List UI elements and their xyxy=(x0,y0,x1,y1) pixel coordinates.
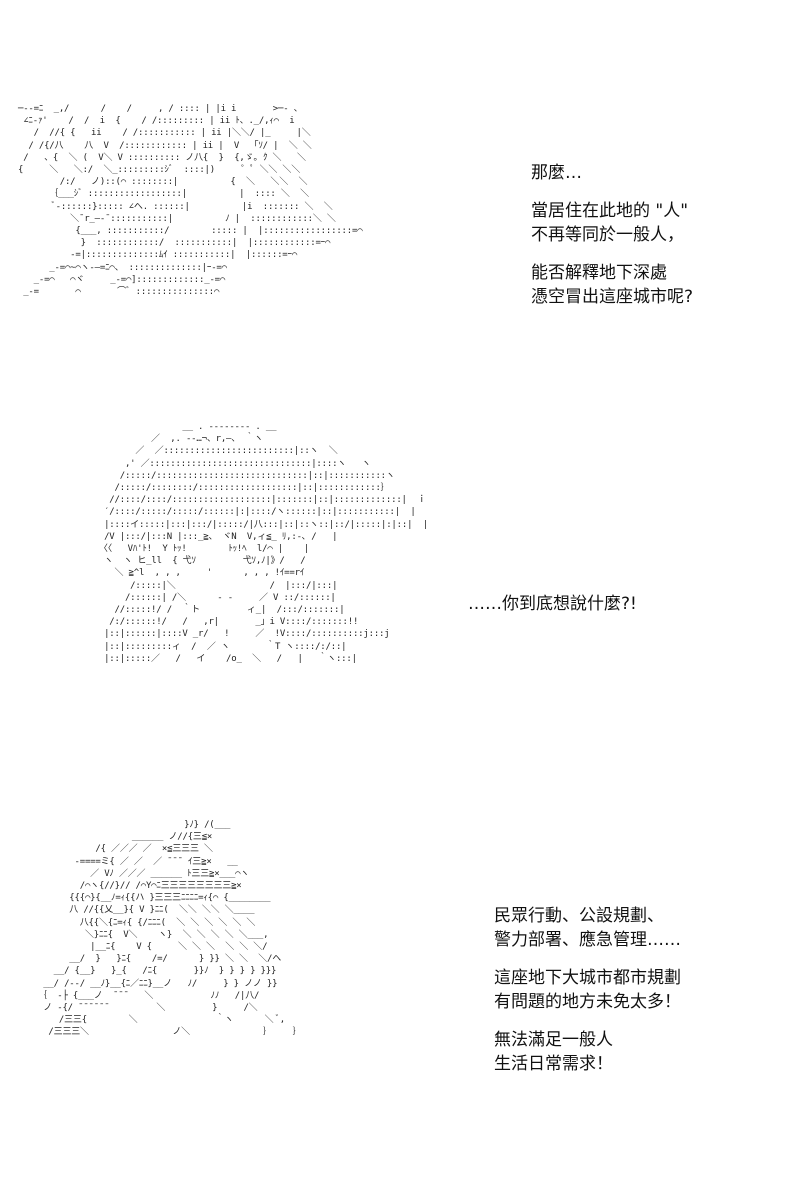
dialogue-line: 民眾行動、公設規劃、 xyxy=(494,906,664,926)
panel-1: ─--=ﾆ _,/ / / , / :::: | |i i >─- 、 ∠ﾆ-ｧ… xyxy=(0,95,800,385)
dialogue-line: 那麼… xyxy=(531,163,582,183)
dialogue-paragraph: ……你到底想說什麼?! xyxy=(468,592,637,616)
ascii-art-figure-3: }ﾉ} /(___ ______ ノ//{三≦× /{ ／／／ ／ ×≦三三三 … xyxy=(38,820,302,1038)
dialogue-line: 不再等同於一般人， xyxy=(531,225,684,245)
dialogue-paragraph: 當居住在此地的 "人" 不再等同於一般人， xyxy=(531,199,693,247)
dialogue-paragraph: 能否解釋地下深處 憑空冒出這座城市呢? xyxy=(531,261,693,309)
dialogue-paragraph: 那麼… xyxy=(531,161,693,185)
dialogue-paragraph: 民眾行動、公設規劃、 警力部署、應急管理…… xyxy=(494,904,681,952)
ascii-art-figure-2: __ . -------- . __ ／ ,. -‐…¬、r,―、 ｀ヽ ／ ／… xyxy=(98,422,428,664)
dialogue-line: 生活日常需求！ xyxy=(494,1054,613,1074)
dialogue-text-2: ……你到底想說什麼?! xyxy=(468,592,637,616)
dialogue-text-3: 民眾行動、公設規劃、 警力部署、應急管理…… 這座地下大城市都市規劃 有問題的地… xyxy=(494,904,681,1076)
dialogue-line: 有問題的地方未免太多！ xyxy=(494,992,681,1012)
dialogue-line: ……你到底想說什麼?! xyxy=(468,594,637,614)
panel-2: __ . -------- . __ ／ ,. -‐…¬、r,―、 ｀ヽ ／ ／… xyxy=(0,415,800,765)
dialogue-line: 警力部署、應急管理…… xyxy=(494,930,681,950)
dialogue-paragraph: 無法滿足一般人 生活日常需求！ xyxy=(494,1028,681,1076)
dialogue-line: 無法滿足一般人 xyxy=(494,1030,613,1050)
dialogue-line: 能否解釋地下深處 xyxy=(531,263,667,283)
panel-3: }ﾉ} /(___ ______ ノ//{三≦× /{ ／／／ ／ ×≦三三三 … xyxy=(0,815,800,1155)
dialogue-line: 這座地下大城市都市規劃 xyxy=(494,968,681,988)
dialogue-line: 憑空冒出這座城市呢? xyxy=(531,287,694,307)
dialogue-text-1: 那麼… 當居住在此地的 "人" 不再等同於一般人， 能否解釋地下深處 憑空冒出這… xyxy=(531,161,693,309)
ascii-art-figure-1: ─--=ﾆ _,/ / / , / :::: | |i i >─- 、 ∠ﾆ-ｧ… xyxy=(18,104,363,298)
dialogue-paragraph: 這座地下大城市都市規劃 有問題的地方未免太多！ xyxy=(494,966,681,1014)
dialogue-line: 當居住在此地的 "人" xyxy=(531,201,689,221)
